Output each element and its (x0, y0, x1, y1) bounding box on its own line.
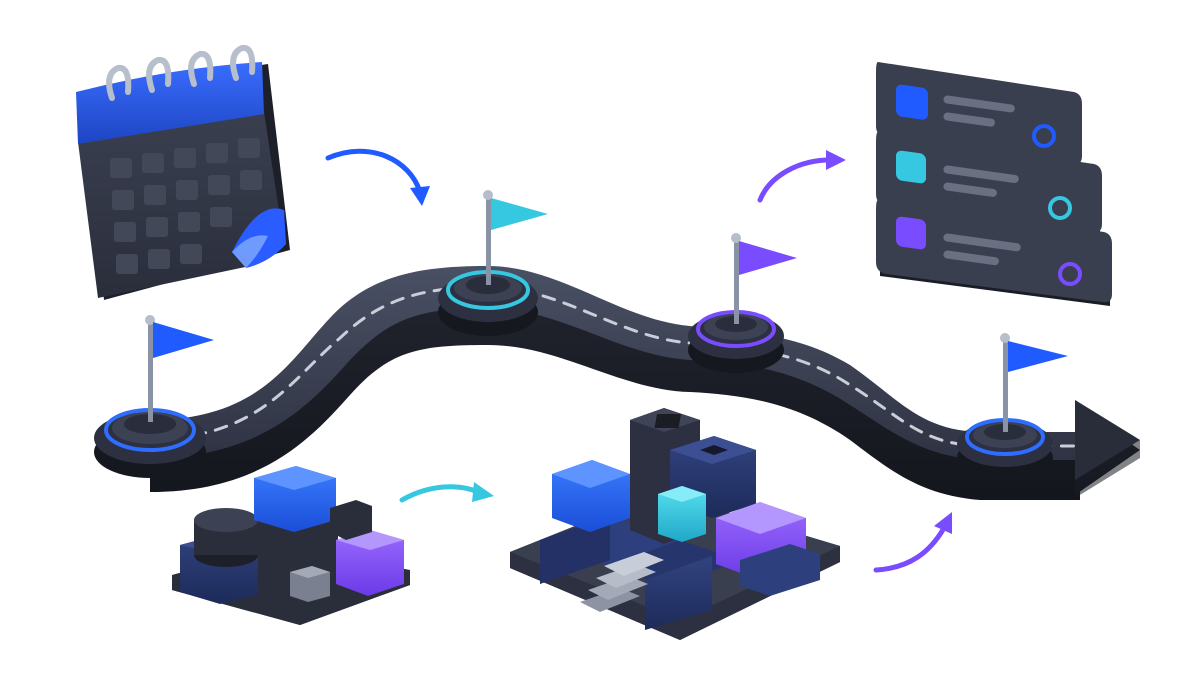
milestone-2 (438, 190, 548, 336)
building-platform-icon (510, 408, 840, 640)
flag-icon (145, 315, 214, 422)
road (148, 266, 1140, 500)
flag-icon (731, 233, 797, 324)
flag-icon (483, 190, 548, 285)
calendar-grid (110, 138, 262, 274)
checklist-row-3 (876, 200, 1112, 306)
blocks-to-blocks-arrow (399, 482, 494, 503)
blocks-icon (172, 466, 410, 625)
road-arrow-head (1075, 400, 1140, 498)
calendar-icon (76, 44, 290, 300)
milestone-3 (688, 233, 797, 373)
stairs (580, 552, 664, 612)
milestone-finish (957, 333, 1068, 481)
calendar-rings (106, 44, 256, 101)
calendar-to-milestone-arrow (325, 148, 430, 206)
milestone-start (94, 315, 214, 478)
platform-to-finish-arrow (873, 512, 952, 573)
checklist-icon (876, 62, 1112, 306)
road-to-checklist-arrow (757, 150, 846, 203)
flag-icon (1000, 333, 1068, 432)
road-dash-line (148, 285, 1077, 448)
